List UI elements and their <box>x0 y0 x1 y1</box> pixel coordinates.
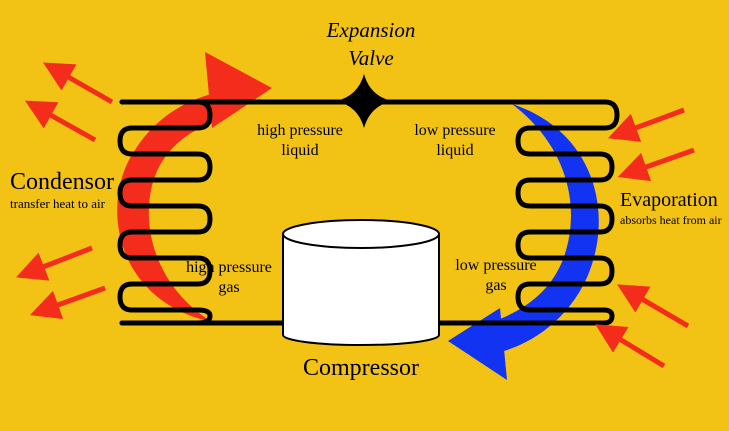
condensor-label: Condensor transfer heat to air <box>10 168 114 212</box>
hot-flow-arrow-icon <box>117 52 272 322</box>
high-pressure-liquid-line1: high pressure <box>257 122 343 139</box>
expansion-valve-icon <box>336 74 392 128</box>
compressor-label: Compressor <box>303 355 419 381</box>
cold-flow-arrow-icon <box>448 104 599 380</box>
condensor-title: Condensor <box>10 169 114 195</box>
low-pressure-liquid-line1: low pressure <box>414 122 496 139</box>
evaporation-label: Evaporation absorbs heat from air <box>620 188 722 228</box>
heat-out-arrow-icon <box>16 62 114 320</box>
low-pressure-gas-label: low pressure gas <box>443 256 549 296</box>
high-pressure-gas-label: high pressure gas <box>176 258 282 298</box>
low-pressure-liquid-label: low pressure liquid <box>402 121 508 161</box>
high-pressure-gas-line2: gas <box>218 279 240 296</box>
expansion-valve-label-line2: Valve <box>348 46 394 70</box>
high-pressure-liquid-line2: liquid <box>281 142 319 159</box>
high-pressure-gas-line1: high pressure <box>186 259 272 276</box>
evaporation-title: Evaporation <box>620 189 718 211</box>
low-pressure-liquid-line2: liquid <box>436 142 474 159</box>
high-pressure-liquid-label: high pressure liquid <box>247 121 353 161</box>
expansion-valve-label-line1: Expansion <box>326 18 416 42</box>
expansion-valve-label: Expansion Valve <box>312 18 430 70</box>
evaporation-subtitle: absorbs heat from air <box>620 213 722 227</box>
compressor-icon <box>282 219 440 346</box>
condensor-subtitle: transfer heat to air <box>10 196 105 211</box>
heat-in-arrow-icon <box>595 107 695 369</box>
low-pressure-gas-line2: gas <box>485 277 507 294</box>
low-pressure-gas-line1: low pressure <box>455 257 537 274</box>
